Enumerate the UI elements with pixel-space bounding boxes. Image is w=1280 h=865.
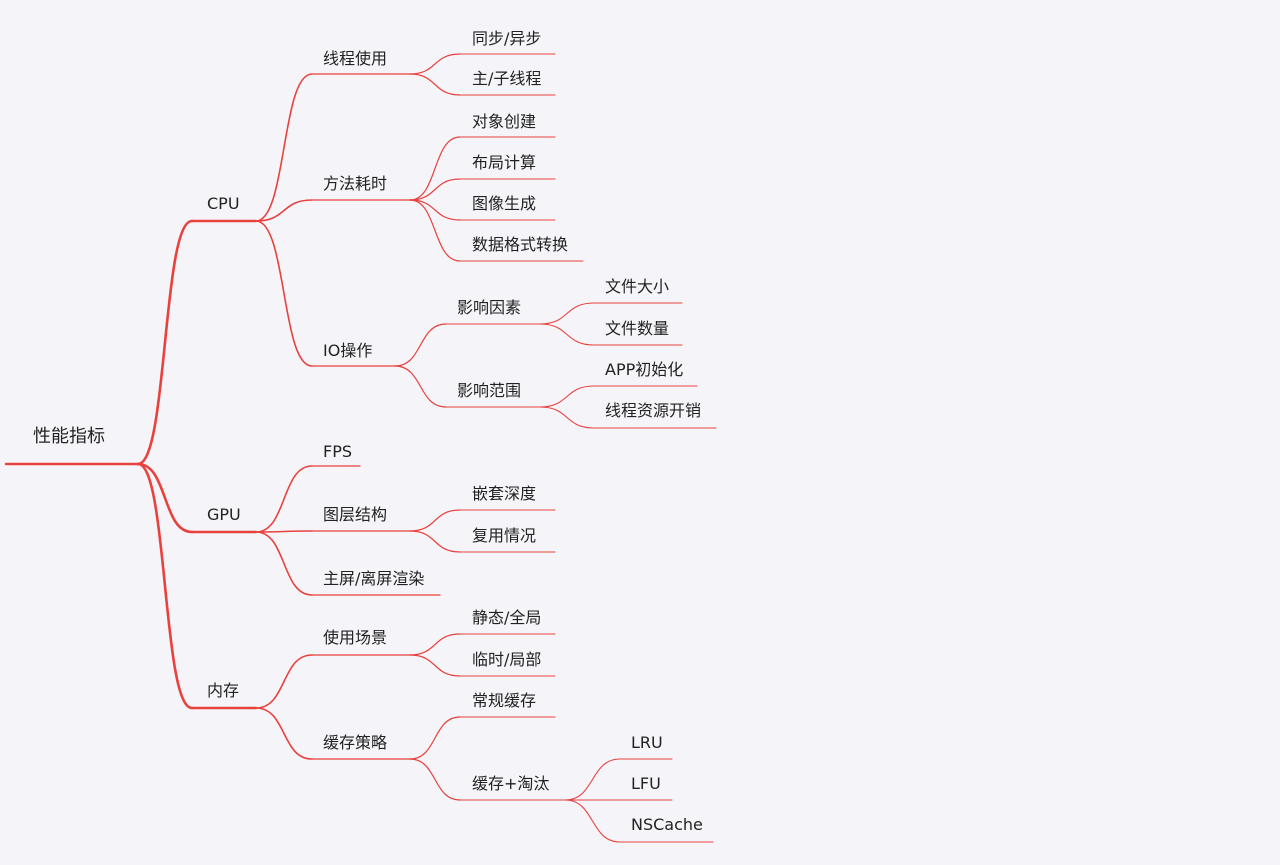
node-static-global[interactable]: 静态/全局 [472, 608, 542, 627]
edge-scene-temp [409, 654, 461, 677]
edge-gpu-layer [255, 530, 313, 533]
node-data-format[interactable]: 数据格式转换 [472, 235, 569, 254]
node-cpu[interactable]: CPU [207, 194, 240, 213]
edge-factors-count [539, 323, 595, 346]
edge-layer-nesting [409, 509, 461, 532]
node-cache-strategy[interactable]: 缓存策略 [323, 733, 388, 752]
node-usage-scene[interactable]: 使用场景 [323, 628, 388, 647]
node-reuse[interactable]: 复用情况 [472, 526, 537, 545]
node-nesting-depth[interactable]: 嵌套深度 [472, 484, 537, 503]
node-memory[interactable]: 内存 [207, 681, 240, 700]
node-image-gen[interactable]: 图像生成 [472, 194, 537, 213]
edge-root-memory [136, 462, 194, 710]
node-app-init[interactable]: APP初始化 [605, 360, 684, 379]
edge-cpu-thread [255, 73, 313, 222]
edge-io-scope [394, 365, 447, 408]
edge-thread-main [409, 73, 461, 96]
edge-root-cpu [136, 219, 194, 466]
node-fps[interactable]: FPS [323, 442, 353, 461]
node-offscreen-render[interactable]: 主屏/离屏渲染 [323, 569, 425, 588]
edge-method-object [409, 136, 461, 201]
edge-scope-init [539, 385, 595, 408]
edge-root-gpu [136, 462, 194, 534]
node-layer-structure[interactable]: 图层结构 [323, 505, 388, 524]
node-lru[interactable]: LRU [631, 733, 663, 752]
edge-thread-sync [409, 53, 461, 75]
edge-cpu-method [255, 199, 313, 222]
node-gpu[interactable]: GPU [207, 505, 241, 524]
node-main-sub-thread[interactable]: 主/子线程 [472, 69, 542, 88]
node-scope[interactable]: 影响范围 [457, 381, 522, 400]
edge-layer-reuse [409, 530, 461, 553]
edge-method-format [409, 199, 461, 262]
edge-cpu-io [255, 220, 313, 367]
edge-io-factors [394, 323, 447, 367]
node-file-size[interactable]: 文件大小 [605, 277, 670, 296]
edge-mem-cache [255, 707, 313, 760]
node-nscache[interactable]: NSCache [631, 815, 703, 834]
edge-factors-size [539, 302, 595, 325]
node-factors[interactable]: 影响因素 [457, 298, 522, 317]
node-cache-eviction[interactable]: 缓存+淘汰 [472, 774, 550, 793]
node-temp-local[interactable]: 临时/局部 [472, 650, 542, 669]
edge-cache-regular [409, 716, 461, 760]
node-file-count[interactable]: 文件数量 [605, 319, 670, 338]
edge-evict-lru [564, 758, 621, 801]
edge-evict-nscache [564, 799, 621, 843]
edge-scene-static [409, 633, 461, 656]
edge-method-layout [409, 178, 461, 201]
edge-cache-evict [409, 758, 461, 801]
edge-mem-scene [255, 654, 313, 709]
root-node[interactable]: 性能指标 [33, 426, 105, 447]
node-method-time[interactable]: 方法耗时 [323, 174, 388, 193]
edge-scope-thread [539, 406, 595, 429]
node-thread-usage[interactable]: 线程使用 [323, 49, 388, 68]
node-lfu[interactable]: LFU [631, 774, 661, 793]
node-regular-cache[interactable]: 常规缓存 [472, 691, 537, 710]
node-sync-async[interactable]: 同步/异步 [472, 29, 542, 48]
node-thread-cost[interactable]: 线程资源开销 [605, 401, 702, 420]
node-object-creation[interactable]: 对象创建 [472, 112, 537, 131]
node-layout-calc[interactable]: 布局计算 [472, 153, 537, 172]
edge-gpu-fps [255, 465, 313, 533]
node-io-ops[interactable]: IO操作 [323, 341, 373, 360]
edge-gpu-render [255, 531, 313, 596]
edge-method-image [409, 199, 461, 221]
